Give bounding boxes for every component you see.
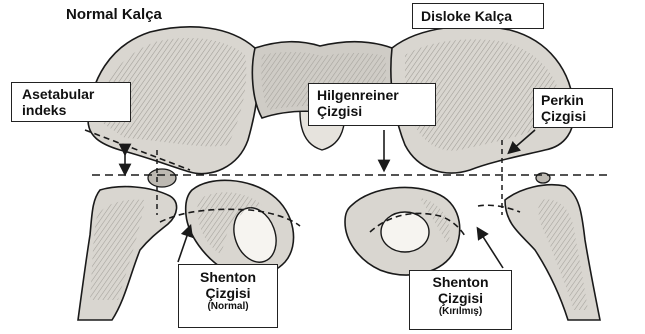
acetabular-index-label: Asetabular indeks <box>11 82 131 122</box>
shenton-normal-line1: Shenton <box>185 269 271 285</box>
left-triradiate <box>148 169 176 187</box>
hilgenreiner-line2: Çizgisi <box>317 103 427 119</box>
shenton-normal-label: Shenton Çizgisi (Normal) <box>178 264 278 328</box>
perkin-label: Perkin Çizgisi <box>533 88 613 128</box>
shenton-broken-line2: Çizgisi <box>416 290 505 306</box>
perkin-line2: Çizgisi <box>541 108 605 124</box>
hilgenreiner-label: Hilgenreiner Çizgisi <box>308 83 436 126</box>
shenton-broken-label: Shenton Çizgisi (Kırılmış) <box>409 270 512 330</box>
dislocated-hip-title: Disloke Kalça <box>412 3 544 29</box>
shenton-normal-arrow <box>178 230 189 262</box>
shenton-broken-sub: (Kırılmış) <box>416 306 505 318</box>
perkin-line1: Perkin <box>541 92 605 108</box>
shenton-normal-sub: (Normal) <box>185 301 271 313</box>
acetabular-index-line2: indeks <box>22 102 120 118</box>
shenton-broken-arrow <box>480 232 503 268</box>
normal-hip-title: Normal Kalça <box>66 6 162 23</box>
shenton-normal-line2: Çizgisi <box>185 285 271 301</box>
hilgenreiner-line1: Hilgenreiner <box>317 87 427 103</box>
shenton-broken-line1: Shenton <box>416 274 505 290</box>
acetabular-index-line1: Asetabular <box>22 86 120 102</box>
